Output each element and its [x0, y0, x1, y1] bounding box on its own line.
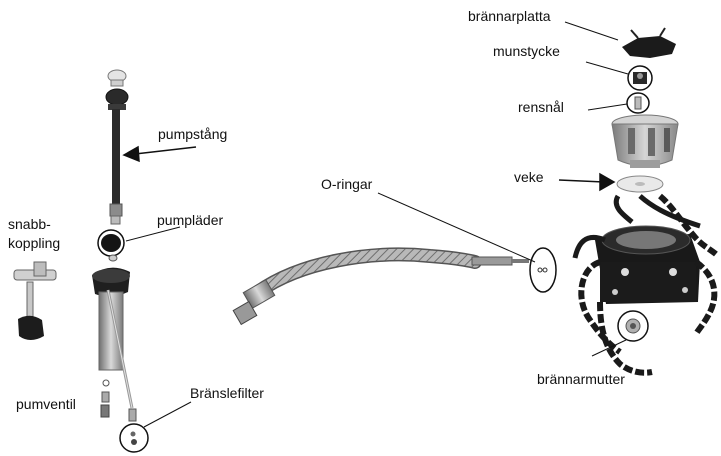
burner-assembly [572, 27, 721, 376]
label-oringar: O-ringar [321, 176, 373, 192]
o-rings-highlight [529, 247, 557, 293]
label-munstycke: munstycke [493, 43, 560, 59]
label-snabbkoppling-line1: snabb- [8, 216, 51, 232]
label-branslefilter: Bränslefilter [190, 385, 264, 401]
label-pumventil: pumventil [16, 396, 76, 412]
arrows [122, 145, 616, 192]
label-pumpstang: pumpstång [158, 126, 227, 142]
nozzle-highlight [627, 65, 653, 91]
cleaning-needle-highlight [626, 92, 650, 114]
label-rensnal: rensnål [518, 99, 564, 115]
pump-assembly [92, 69, 149, 453]
label-pumplader: pumpläder [157, 212, 223, 228]
label-veke: veke [514, 169, 544, 185]
label-snabbkoppling-line2: koppling [8, 235, 60, 251]
pump-rod [112, 109, 120, 205]
quick-coupling [13, 261, 57, 340]
label-brannarmutter: brännarmutter [537, 371, 625, 387]
burner-nut-highlight [617, 310, 649, 342]
leader-lines [125, 21, 629, 428]
label-brannarplatta: brännarplatta [468, 8, 551, 24]
pump-leather-part [101, 234, 121, 252]
fuel-filter-highlight [119, 423, 149, 453]
fuel-hose [232, 247, 557, 326]
burner-plate [622, 36, 676, 58]
